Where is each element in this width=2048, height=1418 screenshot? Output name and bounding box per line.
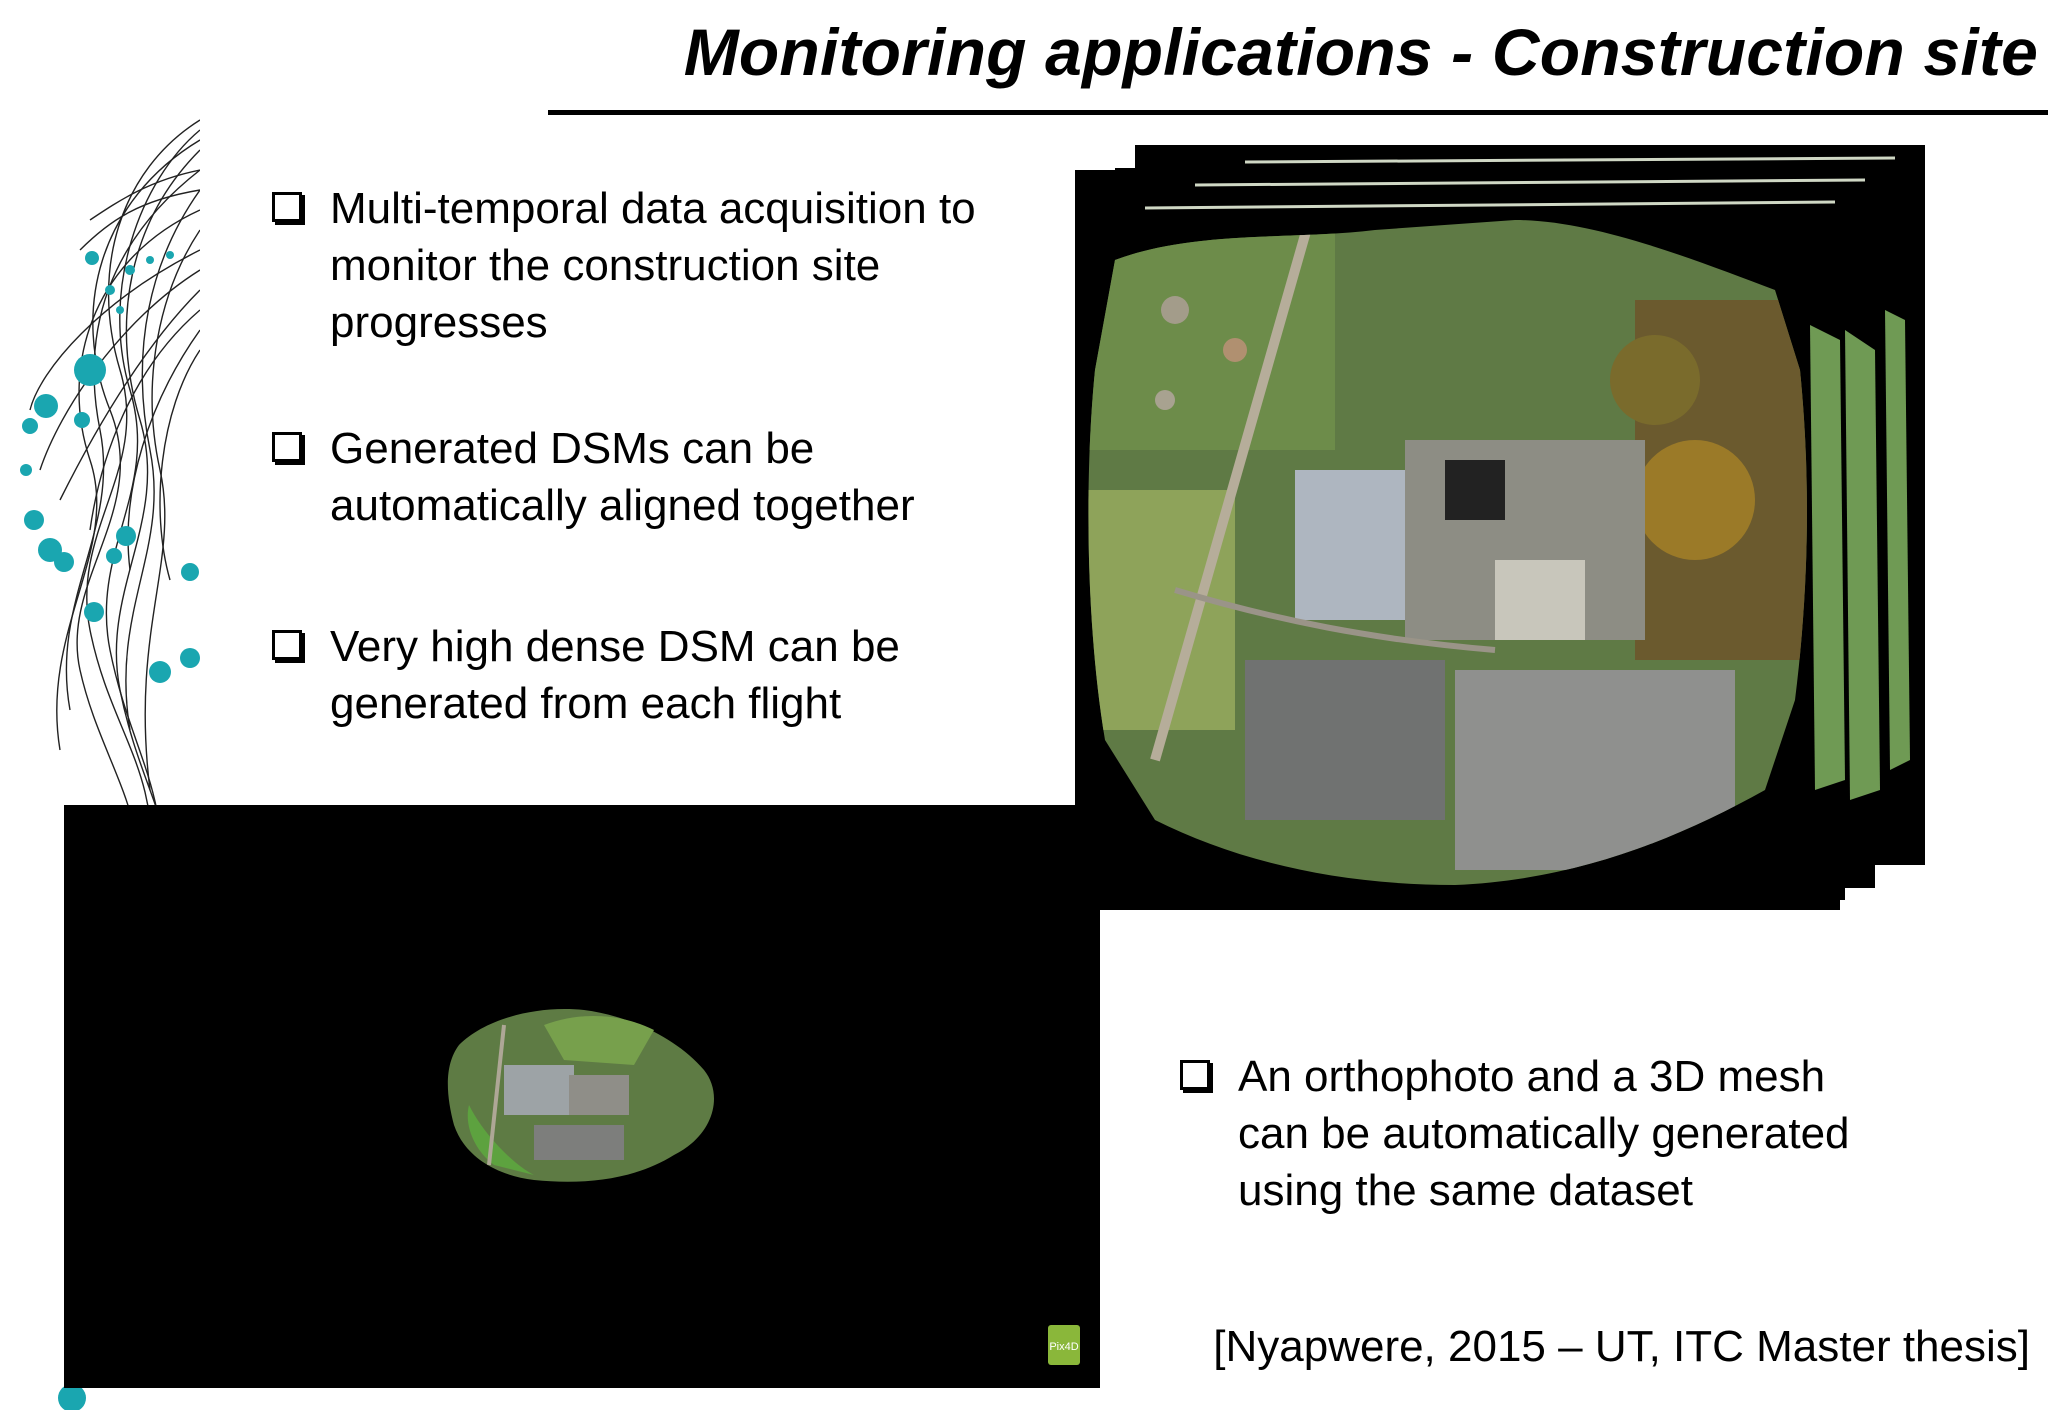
bullet-orthophoto-mesh: An orthophoto and a 3D mesh can be autom… (1180, 1048, 2020, 1219)
bullet-dsm-aligned: Generated DSMs can be automatically alig… (272, 420, 1072, 534)
checkbox-square-icon (1180, 1060, 1210, 1090)
bullet-multi-temporal: Multi-temporal data acquisition to monit… (272, 180, 1072, 351)
checkbox-square-icon (272, 630, 302, 660)
bullet-text: Very high dense DSM can be generated fro… (330, 622, 900, 728)
checkbox-square-icon (272, 432, 302, 462)
slide-title: Monitoring applications - Construction s… (683, 15, 2038, 89)
bullet-text: Generated DSMs can be automatically alig… (330, 424, 915, 530)
citation: [Nyapwere, 2015 – UT, ITC Master thesis] (1213, 1322, 2030, 1371)
bullet-text: Multi-temporal data acquisition to monit… (330, 184, 976, 347)
network-tree-decoration (20, 119, 200, 1410)
title-underline (548, 110, 2048, 115)
pix4d-logo-icon (1048, 1325, 1080, 1365)
pix4d-logo-text: Pix4D (1049, 1341, 1078, 1353)
bullet-text: An orthophoto and a 3D mesh can be autom… (1238, 1052, 1850, 1215)
mesh-3d-image: Pix4D (64, 805, 1100, 1388)
bullet-dense-dsm: Very high dense DSM can be generated fro… (272, 618, 1072, 732)
checkbox-square-icon (272, 192, 302, 222)
orthophoto-stack-image (1075, 145, 1925, 910)
